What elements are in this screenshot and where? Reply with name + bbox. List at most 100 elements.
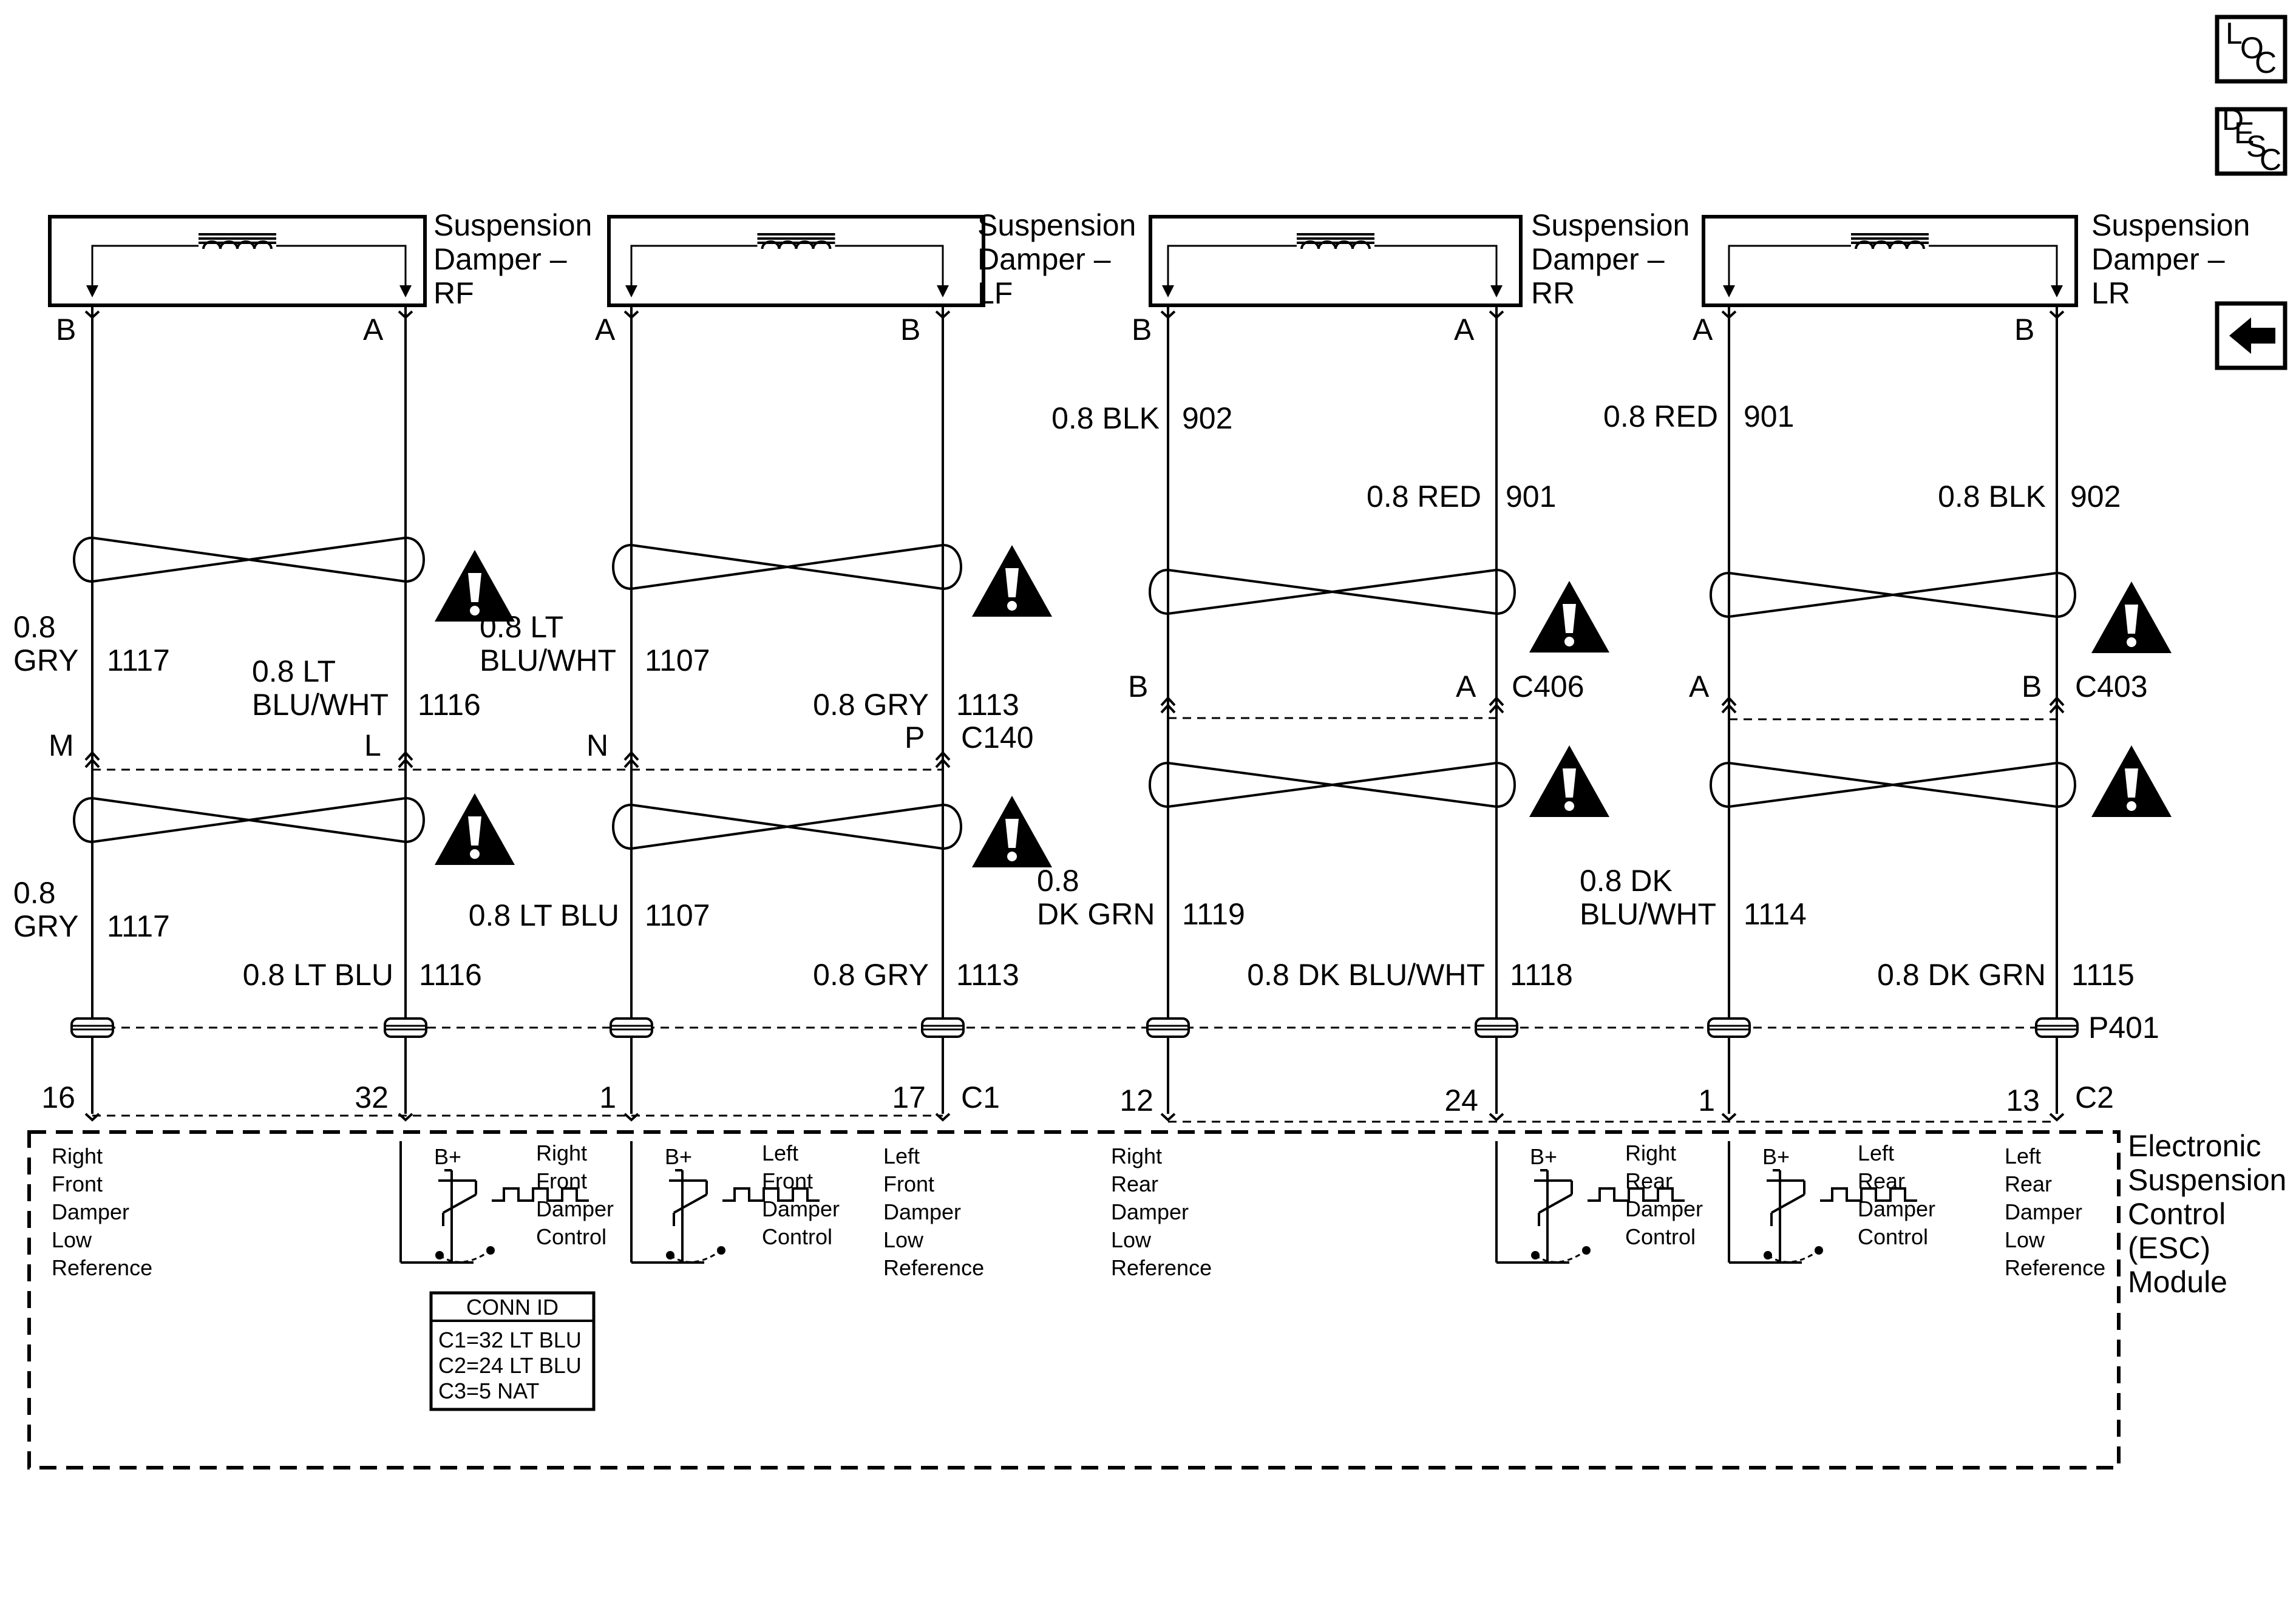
back-button[interactable] [2215,301,2288,370]
damper-label: Damper – [977,242,1111,276]
damper-pin-label: B [1132,313,1152,347]
damper-pin-label: B [56,313,76,347]
module-input-label: Left [883,1144,920,1168]
connector-pin-label: 17 [892,1080,926,1114]
module-input-label: Low [52,1227,92,1252]
damper-driver-rr: B+ [1495,1140,1686,1264]
damper-pin-label: B [900,313,920,347]
module-input-label: Damper [2005,1199,2082,1224]
warning-icon [972,545,1052,617]
module-input-label: Reference [2005,1255,2105,1280]
connector-pin [610,1017,653,1038]
warning-icon [2091,581,2172,653]
damper-label: Suspension [2091,208,2250,242]
module-name-label: Suspension [2128,1163,2286,1197]
desc-letter: E [2234,116,2254,150]
module-name-label: Electronic [2128,1129,2261,1163]
conn-id-row: C1=32 LT BLU [438,1327,582,1352]
wire-color-label: 0.8 GRY [813,688,929,722]
wire-color-label: 0.8 LT [480,610,563,644]
connector-pin-label: 1 [599,1080,616,1114]
circuit-number-label: 1117 [107,909,170,943]
circuit-number-label: 902 [2070,480,2121,514]
connector-id-label: P401 [2088,1011,2159,1045]
module-input-label: Control [762,1224,832,1249]
connector-id-label: C1 [961,1080,1000,1114]
module-name-label: Module [2128,1265,2227,1299]
warning-icon [2091,745,2172,817]
wire-color-label: BLU/WHT [252,688,389,722]
b-plus-label: B+ [665,1144,692,1169]
wire-color-label: GRY [13,643,78,677]
module-input-label: Low [1111,1227,1152,1252]
wire-color-label: 0.8 LT [252,654,336,688]
conn-id-row: C2=24 LT BLU [438,1353,582,1378]
connector-pin-label: 1 [1698,1083,1715,1117]
connector-id-label: C140 [961,720,1034,754]
module-input-label: Damper [52,1199,129,1224]
back-arrow-icon [2229,317,2275,354]
circuit-number-label: 1107 [645,643,710,677]
damper-pin-label: A [1693,313,1713,347]
loc-letter: C [2255,46,2277,80]
loc-letter: L [2226,16,2243,50]
connector-pin [1707,1017,1751,1038]
wire-color-label: 0.8 [13,876,56,910]
wire-color-label: 0.8 RED [1367,480,1481,514]
loc-letter: O [2240,31,2264,65]
warning-icon [1529,581,1609,653]
module-input-label: Control [1625,1224,1696,1249]
damper-pin-label: A [595,313,616,347]
twisted-pair [1710,572,2076,618]
module-name-label: (ESC) [2128,1231,2210,1265]
warning-icon [972,796,1052,867]
pin-terminal [1489,1113,1504,1121]
wire-color-label: 0.8 LT BLU [243,958,393,992]
damper-label: LF [977,276,1013,310]
circuit-number-label: 1114 [1744,897,1807,931]
circuit-number-label: 901 [1744,399,1794,433]
connector-pin-label: L [364,728,381,762]
wire-color-label: 0.8 BLK [1051,401,1160,435]
connector-pin-label: 12 [1119,1083,1153,1117]
connector-pin [1475,1017,1518,1038]
pin-terminal [1721,1113,1737,1121]
module-input-label: Right [536,1141,587,1165]
wire-color-label: BLU/WHT [1580,897,1716,931]
module-input-label: Rear [2005,1171,2052,1196]
wire-color-label: 0.8 RED [1603,399,1718,433]
warning-icon [435,793,515,865]
damper-label: Suspension [433,208,592,242]
module-input-label: Reference [883,1255,984,1280]
connector-pin-label: P [905,720,925,754]
damper-label: Suspension [1531,208,1690,242]
b-plus-label: B+ [434,1144,461,1169]
b-plus-label: B+ [1530,1144,1557,1169]
solenoid-coil-icon [756,233,837,250]
wire-color-label: 0.8 GRY [813,958,929,992]
module-input-label: Low [2005,1227,2045,1252]
solenoid-coil-icon [1850,233,1930,250]
solenoid-coil-icon [197,233,277,250]
damper-pin-label: B [2014,313,2034,347]
connector-pin-label: 16 [41,1080,75,1114]
loc-button[interactable]: LOC [2215,15,2288,84]
connector-pin [2035,1017,2079,1038]
twisted-pair [73,537,425,583]
wire-color-label: 0.8 DK BLU/WHT [1247,958,1485,992]
b-plus-label: B+ [1762,1144,1790,1169]
module-input-label: Low [883,1227,924,1252]
damper-label: Damper – [2091,242,2225,276]
wire-color-label: 0.8 [13,610,56,644]
circuit-number-label: 1107 [645,898,710,932]
connector-pin [921,1017,965,1038]
twisted-pair [612,544,962,590]
wire-color-label: GRY [13,909,78,943]
wire-color-label: 0.8 LT BLU [469,898,619,932]
desc-letter: S [2246,129,2266,163]
